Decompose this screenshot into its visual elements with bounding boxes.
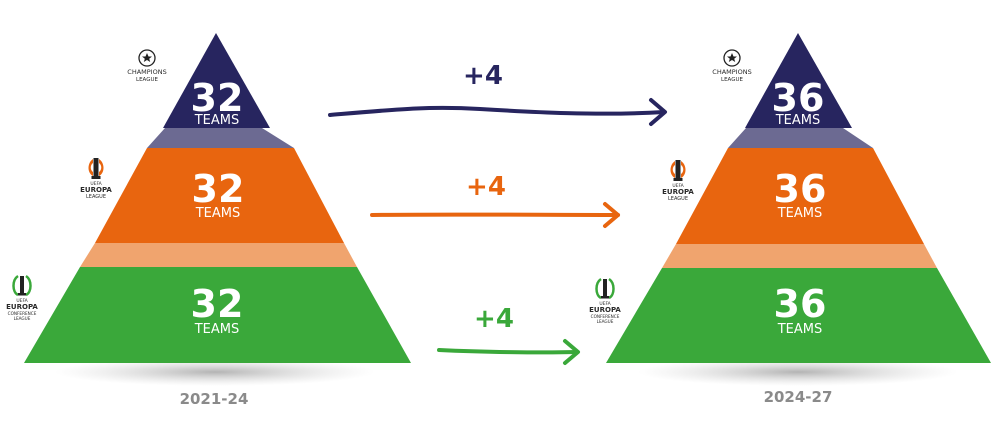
left-conference-logo-line2: EUROPA xyxy=(6,303,38,311)
left-conference-logo-line1: UEFA xyxy=(16,298,28,304)
right-europa-tier xyxy=(676,148,924,244)
left-period-label: 2021-24 xyxy=(180,390,249,408)
left-conference-logo-line4: LEAGUE xyxy=(14,316,31,321)
trophy-ring-icon xyxy=(12,274,32,297)
europa-arrowhead-icon xyxy=(603,202,620,228)
right-period-label: 2024-27 xyxy=(764,388,833,406)
right-champions-value: 36 xyxy=(772,76,825,120)
right-champions-logo: CHAMPIONS LEAGUE xyxy=(712,49,752,83)
trophy-icon xyxy=(88,158,104,179)
left-conference-logo-line3: CONFERENCE xyxy=(8,311,37,316)
left-europa-value: 32 xyxy=(192,167,245,211)
left-europa-tier xyxy=(95,148,344,243)
right-conference-value: 36 xyxy=(774,282,827,326)
conference-arrowhead-icon xyxy=(563,339,580,365)
left-europa-logo-line1: UEFA xyxy=(90,181,102,187)
right-conference-logo-line1: UEFA xyxy=(599,301,611,307)
right-europa-value: 36 xyxy=(774,167,827,211)
left-champions-logo: CHAMPIONS LEAGUE xyxy=(127,49,167,83)
right-conference-unit: TEAMS xyxy=(777,322,823,337)
right-shadow xyxy=(638,358,958,386)
right-champions-logo-line2: LEAGUE xyxy=(721,77,743,83)
left-champions-logo-line1: CHAMPIONS xyxy=(127,68,166,76)
right-europa-band xyxy=(662,244,937,268)
left-europa-logo-line3: LEAGUE xyxy=(86,194,106,200)
left-champions-tier xyxy=(163,33,270,128)
right-champions-tier xyxy=(745,33,852,128)
right-champions-unit: TEAMS xyxy=(775,113,821,128)
left-shadow xyxy=(55,358,375,386)
starball-icon xyxy=(723,49,741,67)
trophy-icon xyxy=(670,160,686,181)
trophy-ring-icon xyxy=(595,277,615,300)
left-champions-unit: TEAMS xyxy=(194,113,240,128)
left-champions-band xyxy=(147,128,294,148)
right-conference-tier xyxy=(606,268,991,363)
left-champions-logo-line2: LEAGUE xyxy=(136,77,158,83)
right-europa-unit: TEAMS xyxy=(777,206,823,221)
left-europa-logo-line2: EUROPA xyxy=(80,186,112,194)
left-conference-logo: UEFA EUROPA CONFERENCE LEAGUE xyxy=(6,274,38,321)
champions-arrow xyxy=(328,105,666,117)
champions-change-label: +4 xyxy=(463,61,503,91)
left-europa-logo: UEFA EUROPA LEAGUE xyxy=(80,158,112,200)
right-pyramid: 36 TEAMS 36 TEAMS 36 TEAMS 2024-27 xyxy=(606,33,991,406)
left-conference-unit: TEAMS xyxy=(194,322,240,337)
conference-arrow xyxy=(437,348,579,355)
right-champions-band xyxy=(728,128,873,148)
right-europa-logo: UEFA EUROPA LEAGUE xyxy=(662,160,694,202)
right-europa-logo-line2: EUROPA xyxy=(662,188,694,196)
europa-change-label: +4 xyxy=(466,172,506,202)
right-conference-logo: UEFA EUROPA CONFERENCE LEAGUE xyxy=(589,277,621,324)
left-champions-value: 32 xyxy=(191,76,244,120)
left-europa-unit: TEAMS xyxy=(195,206,241,221)
right-europa-logo-line3: LEAGUE xyxy=(668,196,688,202)
conference-change-label: +4 xyxy=(474,304,514,334)
right-europa-logo-line1: UEFA xyxy=(672,183,684,189)
left-pyramid: 32 TEAMS 32 TEAMS 32 TEAMS 2021-24 xyxy=(24,33,411,408)
left-conference-tier xyxy=(24,267,411,363)
right-conference-logo-line2: EUROPA xyxy=(589,306,621,314)
right-conference-logo-line4: LEAGUE xyxy=(597,319,614,324)
starball-icon xyxy=(138,49,156,67)
left-europa-band xyxy=(80,243,357,267)
right-champions-logo-line1: CHAMPIONS xyxy=(712,68,751,76)
right-conference-logo-line3: CONFERENCE xyxy=(591,314,620,319)
change-arrows: +4 +4 +4 xyxy=(328,61,667,365)
left-conference-value: 32 xyxy=(191,282,244,326)
champions-arrowhead-icon xyxy=(649,98,667,126)
